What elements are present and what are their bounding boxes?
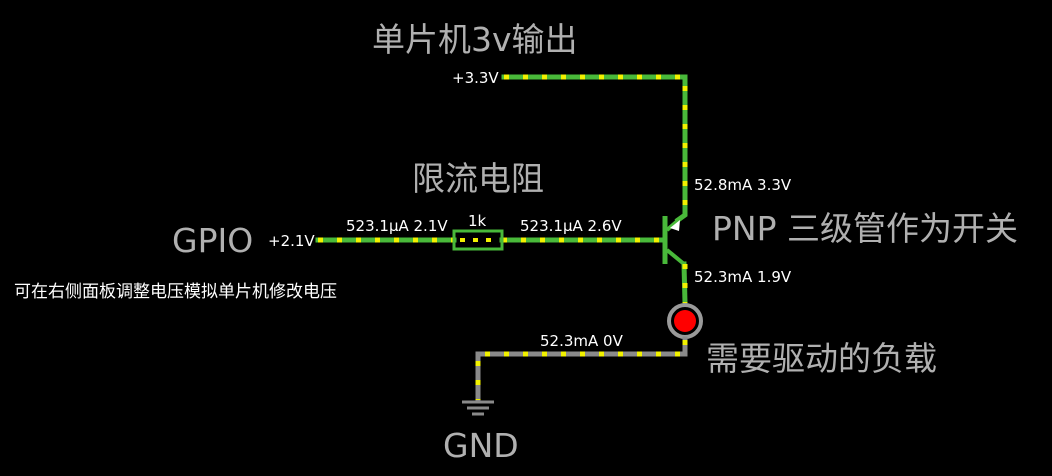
mcu-title: 单片机3v输出 (372, 20, 578, 59)
lamp-icon[interactable] (667, 303, 703, 339)
ground-icon (462, 400, 494, 416)
resistor-value-label: 1k (468, 212, 487, 230)
supply-voltage-label: +3.3V (452, 69, 499, 87)
gpio-voltage-label: +2.1V (268, 232, 315, 250)
gpio-note: 可在右侧面板调整电压模拟单片机修改电压 (14, 282, 337, 302)
readout-load-out: 52.3mA 0V (540, 332, 624, 350)
gpio-label: GPIO (172, 221, 253, 260)
ground-wire[interactable] (475, 336, 688, 403)
readout-gpio-wire: 523.1µA 2.1V (346, 217, 448, 235)
resistor-title: 限流电阻 (412, 159, 544, 198)
load-title: 需要驱动的负载 (706, 339, 937, 378)
transistor-title: PNP 三级管作为开关 (712, 209, 1018, 248)
pnp-transistor-icon[interactable] (662, 215, 686, 266)
resistor-icon[interactable] (452, 229, 504, 251)
readout-emitter: 52.8mA 3.3V (694, 176, 792, 194)
readout-collector: 52.3mA 1.9V (694, 268, 792, 286)
supply-wire[interactable] (501, 74, 688, 224)
collector-wire[interactable] (681, 261, 688, 306)
gnd-label: GND (443, 426, 519, 465)
readout-base-wire: 523.1µA 2.6V (520, 217, 622, 235)
